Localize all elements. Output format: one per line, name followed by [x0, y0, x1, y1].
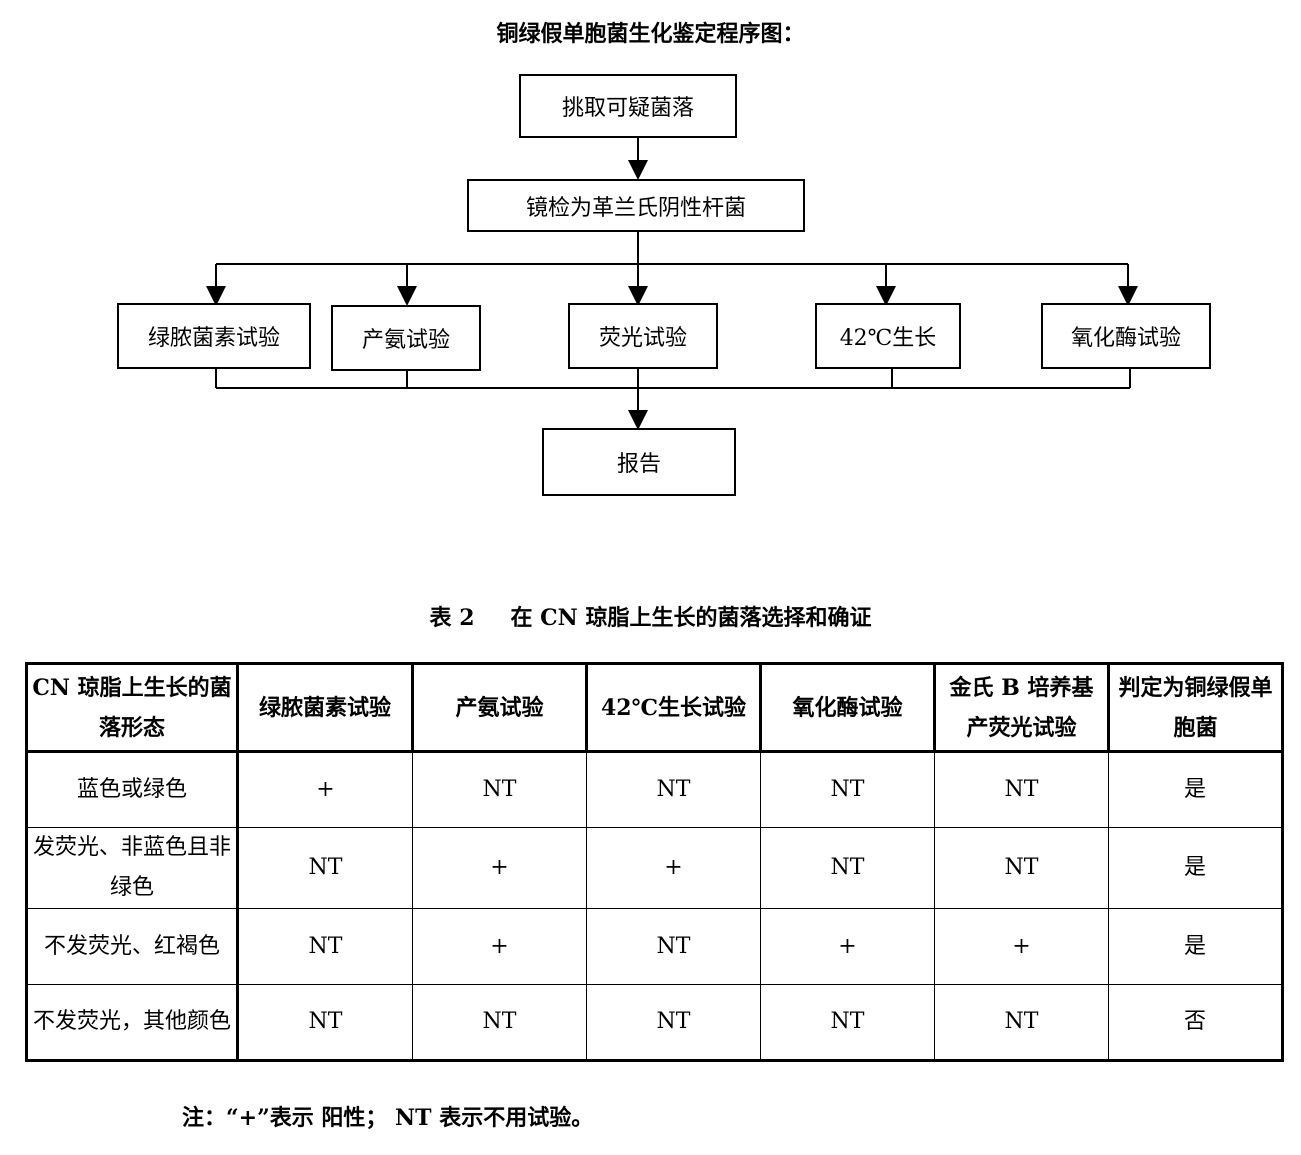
confirmation-table: CN 琼脂上生长的菌落形态 绿脓菌素试验 产氨试验 42℃生长试验 氧化酶试验 …	[25, 662, 1284, 1062]
table-header-cell: 金氏 B 培养基产荧光试验	[933, 662, 1110, 753]
flow-test-oxidase-box: 氧化酶试验	[1041, 303, 1211, 369]
flow-test-ammonia-box: 产氨试验	[331, 305, 481, 371]
table-header-cell: 判定为铜绿假单胞菌	[1107, 662, 1284, 753]
table-row: 发荧光、非蓝色且非绿色 NT + + NT NT 是	[26, 827, 1283, 909]
flow-test-pyocyanin-box: 绿脓菌素试验	[117, 303, 311, 369]
table-cell: 是	[1108, 908, 1283, 985]
table-cell: NT	[237, 827, 413, 909]
table-cell: NT	[586, 751, 761, 828]
flow-report-box: 报告	[542, 428, 736, 496]
flow-step2-box: 镜检为革兰氏阴性杆菌	[467, 179, 805, 232]
table-cell: NT	[586, 908, 761, 985]
flow-test-fluorescence-box: 荧光试验	[568, 303, 718, 369]
table-caption-label: 表 2	[429, 605, 475, 631]
table-header-cell: CN 琼脂上生长的菌落形态	[25, 662, 239, 753]
table-cell: NT	[586, 984, 761, 1061]
table-cell: NT	[934, 827, 1109, 909]
table-cell: NT	[760, 751, 935, 828]
table-cell: 不发荧光，其他颜色	[26, 984, 239, 1061]
table-note: 注：“+”表示 阳性； NT 表示不用试验。	[182, 1105, 594, 1131]
table-cell: NT	[237, 908, 413, 985]
table-cell: NT	[760, 827, 935, 909]
table-cell: NT	[760, 984, 935, 1061]
table-cell: +	[934, 908, 1109, 985]
flow-start-box: 挑取可疑菌落	[519, 74, 737, 138]
table-cell: NT	[934, 751, 1109, 828]
table-row: 不发荧光、红褐色 NT + NT + + 是	[26, 908, 1283, 985]
table-cell: 是	[1108, 827, 1283, 909]
flow-test-42c-box: 42℃生长	[815, 303, 961, 369]
page-title: 铜绿假单胞菌生化鉴定程序图：	[496, 21, 805, 47]
table-row: 蓝色或绿色 + NT NT NT NT 是	[26, 751, 1283, 828]
table-header-cell: 42℃生长试验	[585, 662, 762, 753]
table-cell: NT	[934, 984, 1109, 1061]
table-cell: +	[412, 908, 587, 985]
table-caption: 表 2 在 CN 琼脂上生长的菌落选择和确证	[0, 600, 1301, 632]
table-cell: +	[412, 827, 587, 909]
table-cell: 是	[1108, 751, 1283, 828]
table-header-row: CN 琼脂上生长的菌落形态 绿脓菌素试验 产氨试验 42℃生长试验 氧化酶试验 …	[25, 662, 1284, 753]
table-row: 不发荧光，其他颜色 NT NT NT NT NT 否	[26, 984, 1283, 1061]
table-header-cell: 产氨试验	[411, 662, 588, 753]
table-cell: NT	[412, 751, 587, 828]
table-cell: NT	[412, 984, 587, 1061]
table-header-cell: 氧化酶试验	[759, 662, 936, 753]
table-cell: +	[237, 751, 413, 828]
table-caption-title: 在 CN 琼脂上生长的菌落选择和确证	[510, 605, 872, 631]
table-cell: 不发荧光、红褐色	[26, 908, 239, 985]
table-cell: +	[760, 908, 935, 985]
table-cell: 蓝色或绿色	[26, 751, 239, 828]
table-header-cell: 绿脓菌素试验	[236, 662, 414, 753]
table-cell: NT	[237, 984, 413, 1061]
flowchart-connectors	[206, 138, 1138, 430]
table-cell: 否	[1108, 984, 1283, 1061]
table-cell: +	[586, 827, 761, 909]
table-cell: 发荧光、非蓝色且非绿色	[26, 827, 239, 909]
